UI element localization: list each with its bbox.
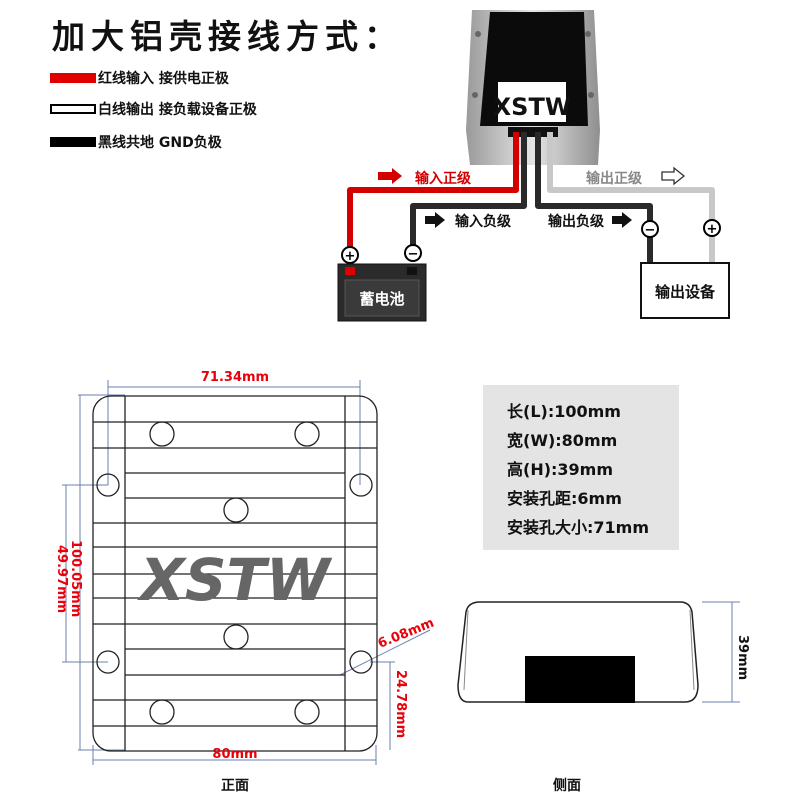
arrow-right-icon xyxy=(378,168,402,184)
spec-height: 高(H):39mm xyxy=(507,460,614,479)
logo-plate xyxy=(498,82,566,122)
arrow-right-icon xyxy=(425,212,445,228)
label-output-positive: 输出正级 xyxy=(586,170,643,187)
specs-panel: 长(L):100mm 宽(W):80mm 高(H):39mm 安装孔距:6mm … xyxy=(483,385,679,550)
side-view-drawing: 39mm 侧面 xyxy=(457,601,750,794)
svg-text:+: + xyxy=(707,222,718,237)
dim-top: 71.34mm xyxy=(201,370,269,385)
device-minus-terminal: − xyxy=(641,220,659,238)
legend-black: 黑线共地 GND负极 xyxy=(50,132,222,152)
label-input-positive: 输入正级 xyxy=(415,170,472,187)
page-title: 加大铝壳接线方式： xyxy=(52,17,403,56)
spec-hole-size: 安装孔大小:71mm xyxy=(507,518,650,537)
dim-left-inner: 49.97mm xyxy=(54,545,69,613)
spec-length: 长(L):100mm xyxy=(507,402,621,421)
device-plus-terminal: + xyxy=(703,219,721,237)
output-device: 输出设备 xyxy=(640,262,730,319)
label-output-negative: 输出负级 xyxy=(548,213,605,230)
black-swatch xyxy=(50,137,96,147)
dim-hole: 6.08mm xyxy=(376,616,436,652)
legend-label: 白线输出 接负载设备正极 xyxy=(98,102,257,118)
legend-label: 黑线共地 GND负极 xyxy=(98,135,222,151)
red-swatch xyxy=(50,73,96,83)
side-view-label: 侧面 xyxy=(553,777,581,794)
arrow-right-icon xyxy=(612,212,632,228)
converter-device: XSTW xyxy=(466,10,600,165)
dim-right: 24.78mm xyxy=(393,670,408,738)
dim-bottom: 80mm xyxy=(212,747,257,762)
logo-watermark: XSTW xyxy=(137,546,333,614)
svg-text:−: − xyxy=(408,247,419,262)
front-view-drawing: XSTW 71.34mm 80mm 100.05mm 49.97mm 6.08m… xyxy=(54,370,436,794)
svg-text:+: + xyxy=(345,249,356,264)
front-view-label: 正面 xyxy=(221,778,249,794)
side-connector xyxy=(525,656,635,703)
white-swatch xyxy=(50,104,96,114)
spec-hole-spacing: 安装孔距:6mm xyxy=(507,489,622,508)
legend-white: 白线输出 接负载设备正极 xyxy=(50,99,257,119)
spec-width: 宽(W):80mm xyxy=(507,431,618,450)
legend-label: 红线输入 接供电正极 xyxy=(98,71,229,87)
dim-height: 39mm xyxy=(735,635,750,680)
input-ground-wire xyxy=(410,132,527,250)
red-wire xyxy=(347,132,519,250)
dim-left-outer: 100.05mm xyxy=(68,540,83,617)
logo-text: XSTW xyxy=(493,93,572,121)
legend-red: 红线输入 接供电正极 xyxy=(50,68,229,88)
battery-minus-terminal: − xyxy=(404,244,422,262)
battery-plus-terminal: + xyxy=(341,246,359,264)
label-input-negative: 输入负级 xyxy=(455,213,512,230)
wiring-diagram: XSTW + − − + 输入正级 输入负级 输出负级 输出正级 蓄电池 输出设… xyxy=(337,10,730,322)
battery: 蓄电池 xyxy=(337,263,427,322)
svg-text:−: − xyxy=(645,223,656,238)
arrow-right-outline-icon xyxy=(661,166,686,186)
svg-text:蓄电池: 蓄电池 xyxy=(359,290,404,308)
svg-text:输出设备: 输出设备 xyxy=(655,283,716,301)
